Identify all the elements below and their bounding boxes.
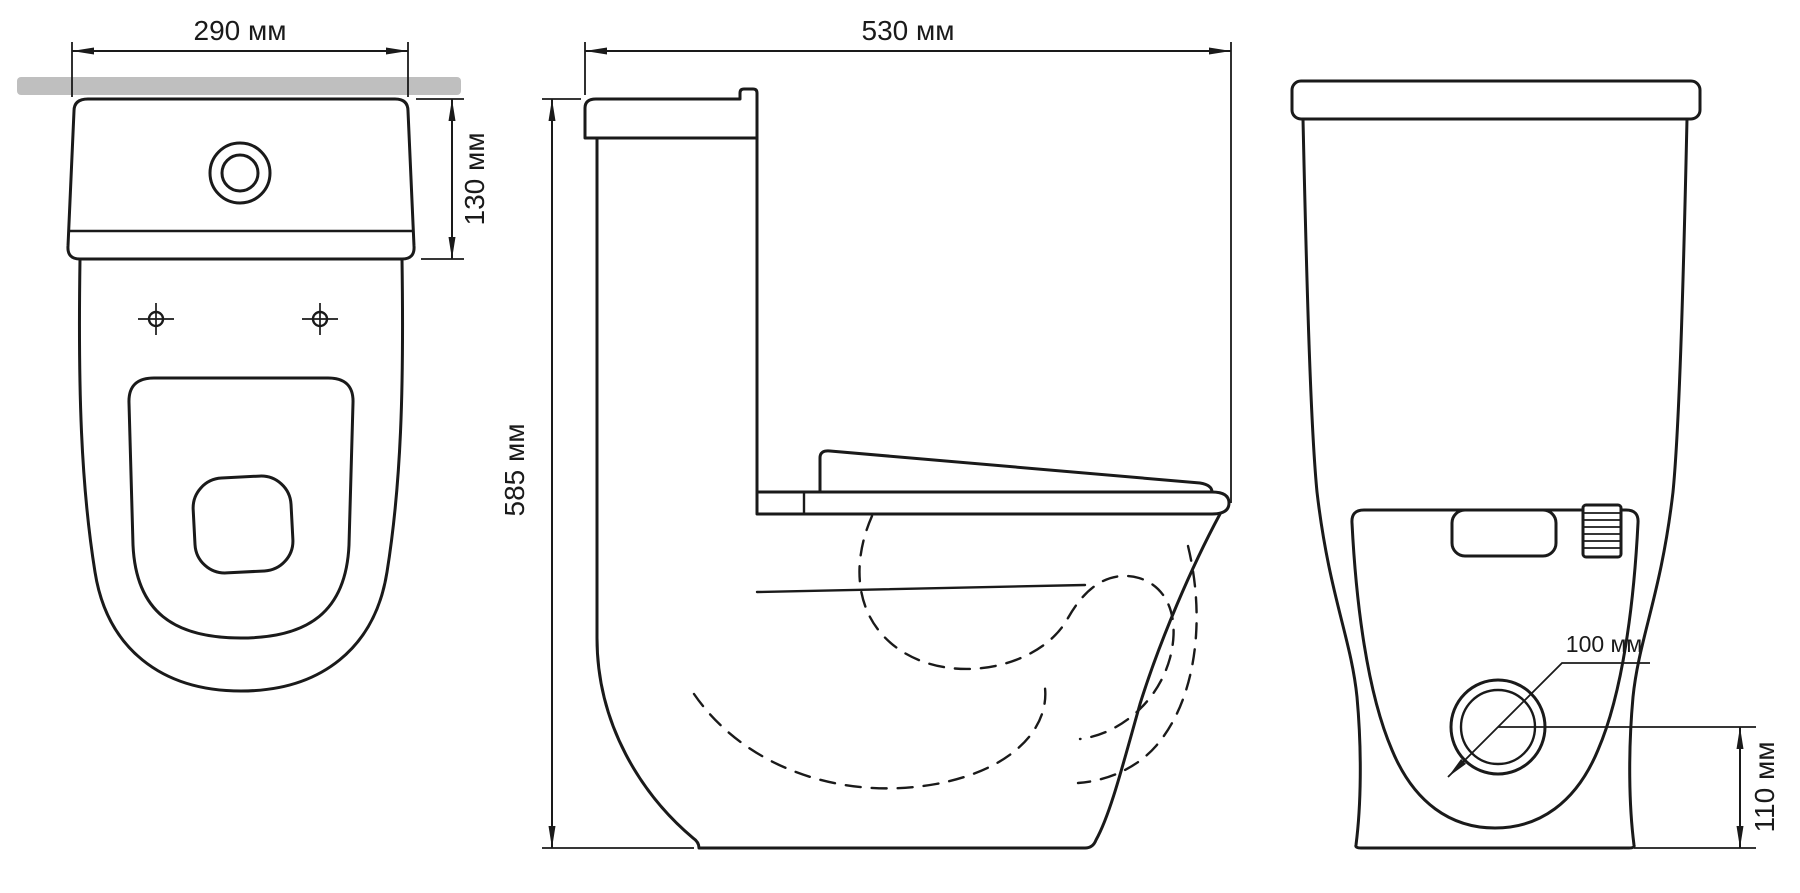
seat-lid-side bbox=[818, 449, 1214, 494]
mounting-hole-right bbox=[302, 303, 338, 335]
trapway-dash-2 bbox=[692, 686, 1047, 790]
bowl-opening-front bbox=[1350, 508, 1640, 830]
mounting-hole-left bbox=[138, 303, 174, 335]
water-surface-outline bbox=[191, 474, 295, 575]
dimension-outlet-100: 100 мм bbox=[1447, 631, 1650, 778]
dimension-height-585: 585 мм bbox=[499, 98, 694, 849]
wall-line bbox=[17, 77, 461, 95]
dim-label-530: 530 мм bbox=[862, 15, 955, 46]
trapway-dash-1 bbox=[858, 514, 1175, 741]
body-outline-front bbox=[1301, 117, 1689, 850]
dim-label-130: 130 мм bbox=[459, 133, 490, 226]
cistern-lid-side bbox=[583, 87, 759, 140]
side-view: 530 мм 585 мм bbox=[499, 15, 1232, 850]
dimension-width-290: 290 мм bbox=[71, 15, 409, 97]
seat-side bbox=[755, 490, 1231, 516]
dimension-outlet-height-110: 110 мм bbox=[1634, 727, 1780, 849]
flush-button-outer bbox=[208, 141, 272, 205]
body-profile-side bbox=[595, 136, 1222, 850]
dim-label-100: 100 мм bbox=[1566, 631, 1642, 657]
cistern-lid-front bbox=[1290, 79, 1702, 121]
rim-interior-line bbox=[755, 583, 1087, 594]
inlet-boss bbox=[1450, 508, 1558, 558]
front-view: 100 мм 110 мм bbox=[1290, 79, 1780, 850]
dim-label-110: 110 мм bbox=[1749, 742, 1780, 833]
connector-rib-lines bbox=[1583, 512, 1621, 549]
outlet-diameter-leader bbox=[1447, 662, 1650, 778]
dim-label-290: 290 мм bbox=[194, 15, 287, 46]
trapway-dash-3 bbox=[1076, 544, 1198, 785]
bowl-outline-top bbox=[77, 257, 405, 693]
supply-connector bbox=[1581, 503, 1623, 559]
dim-label-585: 585 мм bbox=[499, 424, 530, 517]
flush-button-inner bbox=[220, 153, 260, 193]
seat-opening-outline bbox=[127, 376, 355, 640]
dimension-tank-depth-130: 130 мм bbox=[416, 98, 490, 260]
top-view: 290 мм 130 мм bbox=[17, 15, 490, 693]
dimension-depth-530: 530 мм bbox=[584, 15, 1232, 503]
cistern-outline-top bbox=[66, 97, 416, 261]
